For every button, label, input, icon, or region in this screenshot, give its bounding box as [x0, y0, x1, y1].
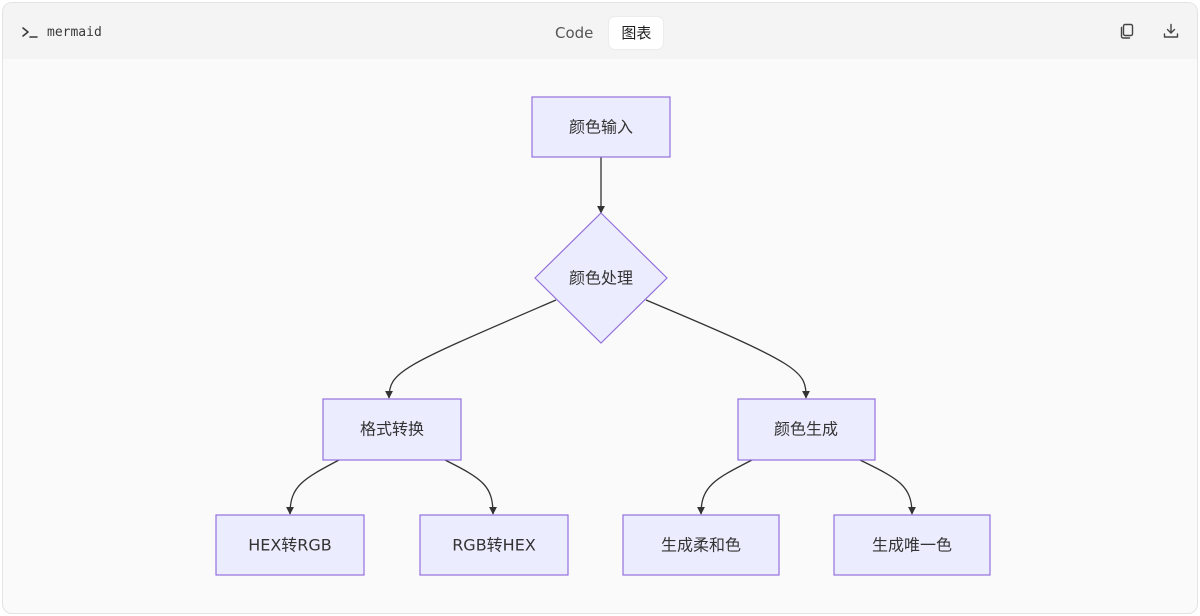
- edge-generate-to-unique: [859, 459, 916, 515]
- node-color-generate: 颜色生成: [737, 398, 876, 461]
- node-rgb-to-hex: RGB转HEX: [419, 514, 569, 576]
- node-hex-to-rgb-label: HEX转RGB: [248, 536, 332, 555]
- node-format-convert-label: 格式转换: [360, 420, 424, 439]
- header-actions: [1115, 19, 1183, 43]
- edge-convert-to-hex2rgb: [286, 459, 340, 515]
- node-color-generate-label: 颜色生成: [774, 420, 838, 439]
- download-icon: [1163, 23, 1179, 38]
- edge-process-to-convert: [385, 299, 557, 399]
- node-color-input-label: 颜色输入: [569, 118, 633, 137]
- node-color-process-label: 颜色处理: [569, 269, 633, 288]
- node-format-convert: 格式转换: [322, 398, 462, 461]
- copy-button[interactable]: [1115, 19, 1139, 43]
- node-generate-unique-color: 生成唯一色: [833, 514, 991, 576]
- node-generate-soft-color: 生成柔和色: [622, 514, 780, 576]
- code-block-header: mermaid Code 图表: [3, 3, 1197, 59]
- node-rgb-to-hex-label: RGB转HEX: [452, 536, 536, 555]
- terminal-prompt-icon: [22, 27, 38, 38]
- language-name: mermaid: [47, 24, 102, 40]
- tab-diagram[interactable]: 图表: [609, 17, 664, 49]
- edge-convert-to-rgb2hex: [444, 459, 497, 515]
- node-generate-unique-color-label: 生成唯一色: [872, 536, 952, 555]
- node-hex-to-rgb: HEX转RGB: [215, 514, 365, 576]
- edge-process-to-generate: [645, 299, 810, 399]
- diagram-canvas: 颜色输入 颜色处理 格式转换 颜色生成 HEX转RGB RGB转HEX: [3, 59, 1197, 613]
- view-tabs: Code 图表: [543, 17, 664, 49]
- language-label: mermaid: [21, 22, 102, 42]
- node-generate-soft-color-label: 生成柔和色: [661, 536, 741, 555]
- edge-generate-to-soft: [697, 459, 753, 515]
- node-color-input: 颜色输入: [531, 96, 671, 158]
- copy-icon: [1120, 23, 1134, 39]
- download-button[interactable]: [1159, 19, 1183, 43]
- node-color-process: 颜色处理: [534, 212, 668, 344]
- tab-code[interactable]: Code: [555, 24, 594, 42]
- flowchart: 颜色输入 颜色处理 格式转换 颜色生成 HEX转RGB RGB转HEX: [215, 96, 991, 576]
